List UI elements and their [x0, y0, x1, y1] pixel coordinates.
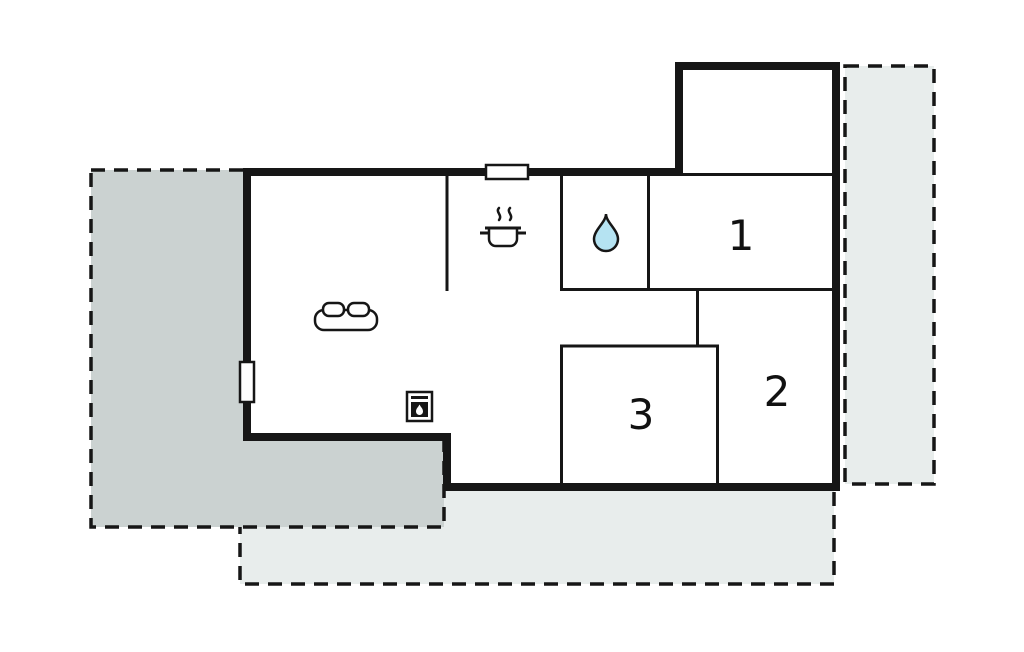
- terrace-right: [843, 64, 936, 486]
- room-3-label: 3: [627, 390, 655, 439]
- water-drop-icon: [592, 213, 620, 253]
- window-left: [238, 360, 256, 404]
- water-drop-shape: [592, 213, 620, 253]
- room-2-label: 2: [763, 367, 791, 416]
- fireplace-icon: [405, 390, 434, 423]
- window-top: [484, 163, 530, 181]
- house-outline: [243, 62, 840, 491]
- stove-pot-icon: [480, 206, 526, 248]
- room-1-label: 1: [727, 211, 755, 260]
- interior-walls: [445, 173, 832, 483]
- sofa-icon: [313, 301, 379, 332]
